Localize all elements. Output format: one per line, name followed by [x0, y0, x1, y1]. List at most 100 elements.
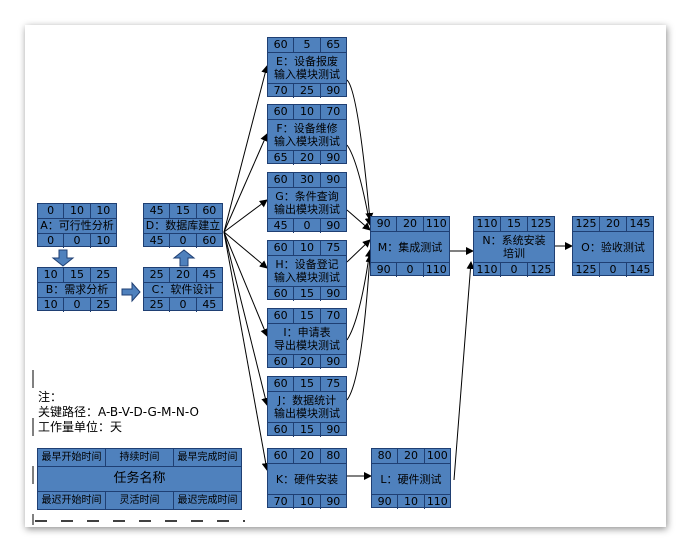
- node-l-name: L：硬件测试: [372, 464, 450, 495]
- node-k-name: K：硬件安装: [268, 464, 346, 495]
- node-n-es: 110: [474, 217, 501, 231]
- node-i-lf: 90: [326, 355, 341, 368]
- down-arrow-a-b: [51, 249, 75, 267]
- node-i-ef: 70: [326, 309, 341, 322]
- node-h-ls: 60: [268, 287, 295, 301]
- node-b-lf: 25: [96, 298, 111, 311]
- node-o-name: O：验收测试: [573, 232, 653, 263]
- node-h-dur: 10: [294, 241, 321, 255]
- arrow-g-m: [346, 209, 371, 231]
- node-a-lf: 10: [96, 234, 111, 247]
- node-i-name: I：申请表 导出模块测试: [268, 324, 346, 355]
- arrow-d-j: [223, 231, 270, 406]
- arrow-d-e: [223, 65, 270, 233]
- node-l-lf: 110: [426, 495, 448, 508]
- node-d-ls: 45: [144, 234, 171, 248]
- node-f-es: 60: [268, 105, 295, 119]
- node-i-dur: 15: [294, 309, 321, 323]
- node-n-label: N：系统安装 培训: [482, 234, 546, 260]
- arrow-f-m: [346, 144, 373, 226]
- legend-es: 最早开始时间: [38, 449, 106, 466]
- node-a-ef: 10: [96, 204, 111, 217]
- node-m-label: M：集成测试: [377, 240, 443, 254]
- node-n-lf: 125: [530, 263, 552, 276]
- node-k-fl: 10: [294, 495, 321, 509]
- node-d-fl: 0: [170, 234, 197, 248]
- node-e-dur: 5: [294, 38, 321, 52]
- arrow-d-g: [223, 199, 268, 233]
- critical-path-note: 关键路径：A-B-V-D-G-M-N-O: [38, 405, 199, 419]
- node-b-ls: 10: [38, 298, 65, 312]
- arrow-j-m: [346, 254, 374, 401]
- node-k-es: 60: [268, 449, 295, 463]
- node-o-label: O：验收测试: [581, 240, 645, 254]
- node-a-name: A：可行性分析: [38, 219, 116, 234]
- node-g-ls: 45: [268, 219, 295, 233]
- up-arrow-c-d: [172, 249, 196, 267]
- node-j-lf: 90: [326, 423, 341, 436]
- node-g-name: G：条件查询 输出模块测试: [268, 188, 346, 219]
- node-e-fl: 25: [294, 84, 321, 98]
- node-f-dur: 10: [294, 105, 321, 119]
- node-g-es: 60: [268, 173, 295, 187]
- node-b-es: 10: [38, 268, 65, 282]
- node-i-es: 60: [268, 309, 295, 323]
- node-c-es: 25: [144, 268, 171, 282]
- node-j-label: J：数据统计 输出模块测试: [274, 394, 340, 420]
- node-i-ls: 60: [268, 355, 295, 369]
- legend-lf: 最迟完成时间: [177, 495, 238, 506]
- node-f-ls: 65: [268, 151, 295, 165]
- node-a-label: A：可行性分析: [40, 219, 114, 232]
- node-f-ef: 70: [326, 105, 341, 118]
- node-c-label: C：软件设计: [151, 283, 215, 296]
- node-m-es: 90: [371, 217, 398, 231]
- node-e-name: E：设备报废 输入模块测试: [268, 53, 346, 84]
- node-n-ls: 110: [474, 263, 501, 277]
- node-e-label: E：设备报废 输入模块测试: [274, 55, 340, 81]
- node-o-dur: 20: [600, 217, 627, 231]
- node-a-es: 0: [38, 204, 65, 218]
- node-j-ef: 75: [326, 377, 341, 390]
- unit-note: 工作量单位：天: [38, 420, 123, 434]
- node-n-name: N：系统安装 培训: [474, 232, 554, 263]
- node-l-label: L：硬件测试: [380, 472, 442, 486]
- node-o-fl: 0: [600, 263, 627, 277]
- node-k-lf: 90: [326, 495, 341, 508]
- node-o-lf: 145: [629, 263, 651, 276]
- node-b-ef: 25: [96, 268, 111, 281]
- node-f-label: F：设备维修 输入模块测试: [274, 122, 340, 148]
- node-k-label: K：硬件安装: [275, 472, 339, 486]
- node-l-es: 80: [372, 449, 399, 463]
- node-n-fl: 0: [501, 263, 528, 277]
- node-m-dur: 20: [397, 217, 424, 231]
- node-j-es: 60: [268, 377, 295, 391]
- node-f-lf: 90: [326, 151, 341, 164]
- node-c-fl: 0: [170, 298, 197, 312]
- legend-ls: 最迟开始时间: [38, 492, 106, 509]
- node-n-ef: 125: [530, 217, 552, 230]
- node-i-fl: 20: [294, 355, 321, 369]
- node-m-ef: 110: [425, 217, 447, 230]
- node-i-label: I：申请表 导出模块测试: [274, 326, 340, 352]
- node-f-fl: 20: [294, 151, 321, 165]
- legend-dur: 持续时间: [106, 449, 174, 466]
- node-c-name: C：软件设计: [144, 283, 222, 298]
- arrow-l-n: [453, 261, 475, 481]
- node-f-name: F：设备维修 输入模块测试: [268, 120, 346, 151]
- node-o-ef: 145: [629, 217, 651, 230]
- node-c-ls: 25: [144, 298, 171, 312]
- node-c-dur: 20: [170, 268, 197, 282]
- node-c-lf: 45: [202, 298, 217, 311]
- node-g-dur: 30: [294, 173, 321, 187]
- arrow-e-m: [346, 79, 374, 221]
- legend-name: 任务名称: [38, 467, 241, 492]
- node-d-es: 45: [144, 204, 171, 218]
